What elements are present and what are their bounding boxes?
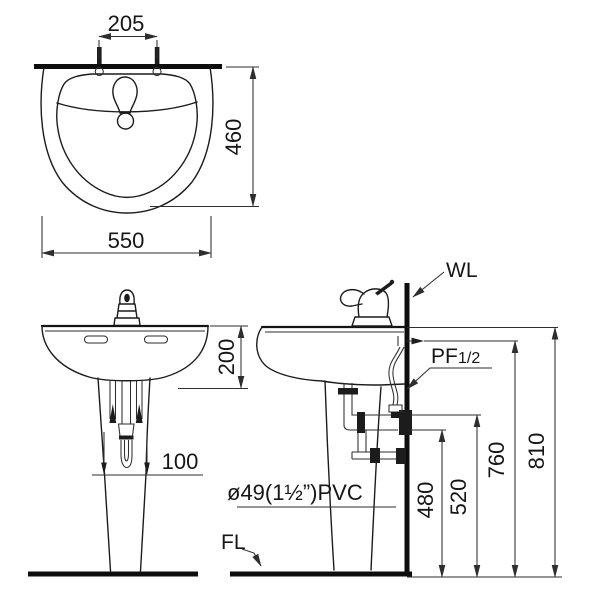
top-view: 205 460 550 (34, 11, 259, 258)
dimension-810: 810 (524, 326, 559, 578)
supply-thread-callout: PF 1/2 (406, 345, 492, 390)
dimension-550: 550 (41, 216, 212, 258)
supply-flow-arrows (109, 404, 143, 440)
dim-520-label: 520 (446, 479, 471, 516)
dimension-200: 200 (178, 325, 248, 390)
dim-205-label: 205 (108, 11, 145, 36)
supply-thread-label: PF (431, 345, 458, 368)
basin-side-profile (256, 326, 405, 386)
basin-outer-rim (40, 66, 214, 214)
front-view: 100 200 (28, 289, 248, 577)
dim-100-label: 100 (162, 449, 199, 474)
floor-line-callout: FL (221, 531, 262, 567)
plumbing-front (109, 381, 143, 469)
dimension-760: 760 (484, 340, 519, 578)
faucet-plan-icon (112, 76, 138, 130)
basin-inner-bowl (56, 73, 198, 198)
side-view: 480 520 760 810 WL PF 1/2 ø49(1½”)PVC (221, 259, 562, 578)
basin-back-ledge (56, 101, 198, 113)
pedestal-side (324, 380, 382, 571)
faucet-mount-holes (94, 66, 162, 77)
dim-760-label: 760 (484, 442, 509, 479)
plumbing-side (338, 336, 424, 464)
dimension-480: 480 (413, 429, 446, 578)
wall-line-label: WL (446, 259, 478, 282)
supply-stub (397, 336, 412, 346)
supply-thread-size: 1/2 (458, 350, 480, 367)
dim-810-label: 810 (524, 433, 549, 470)
supply-hose (388, 346, 405, 413)
dim-200-label: 200 (214, 339, 239, 376)
pipe-fittings (338, 388, 412, 464)
supply-stub-arrow (411, 337, 424, 345)
drain-spec-callout: ø49(1½”)PVC (227, 480, 396, 508)
dimension-205: 205 (98, 11, 158, 59)
overflow-slots (83, 335, 169, 344)
reference-lines (407, 326, 562, 578)
dimension-100: 100 (92, 432, 203, 476)
dim-550-label: 550 (108, 228, 145, 253)
faucet-front-icon (113, 289, 141, 327)
dim-460-label: 460 (221, 119, 246, 156)
faucet-side-icon (339, 279, 395, 327)
floor-line-label: FL (221, 531, 246, 554)
dim-480-label: 480 (413, 482, 438, 519)
drain-spec-label: ø49(1½”)PVC (227, 480, 363, 505)
wall-line-callout: WL (412, 259, 478, 298)
dimension-520: 520 (446, 414, 481, 578)
faucet-mount-bolts (97, 47, 160, 64)
basin-front-body (41, 325, 209, 382)
dimension-460: 460 (150, 66, 259, 208)
